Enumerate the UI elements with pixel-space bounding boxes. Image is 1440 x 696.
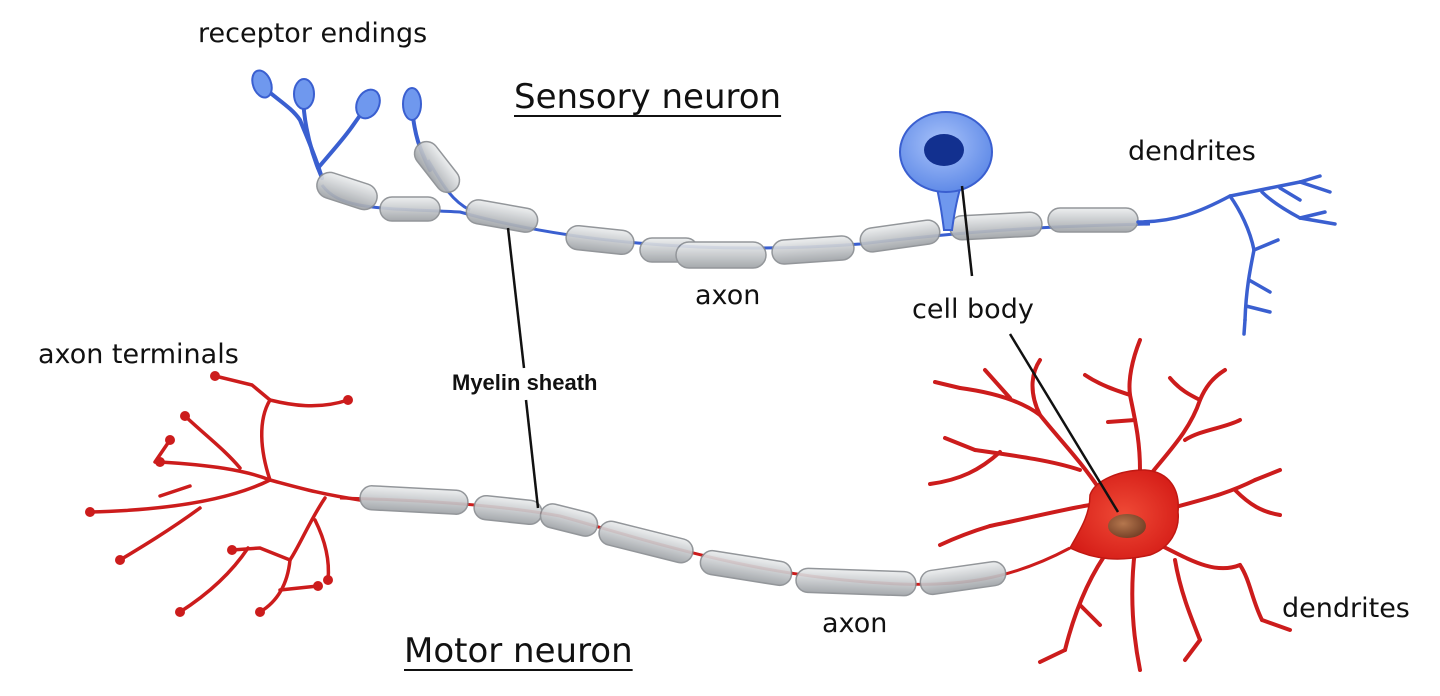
motor-terminal-buttons <box>85 371 353 617</box>
motor-axon-label: axon <box>822 608 888 639</box>
motor-nucleus <box>1108 514 1146 538</box>
motor-neuron <box>85 338 1292 672</box>
cell-body-leader-sensory <box>960 185 974 277</box>
receptor-endings-label: receptor endings <box>198 18 428 49</box>
sensory-receptor-endings <box>251 69 422 121</box>
sensory-myelin-segments <box>316 140 1139 269</box>
leader-lines <box>506 185 1120 513</box>
motor-dendrites-label: dendrites <box>1282 593 1410 624</box>
motor-neuron-title: Motor neuron <box>404 631 633 671</box>
sensory-nucleus <box>924 134 964 166</box>
sensory-dendrites-label: dendrites <box>1128 136 1256 167</box>
motor-dendrites <box>928 338 1292 672</box>
sensory-neuron <box>251 69 1337 336</box>
cell-body-label: cell body <box>912 294 1034 325</box>
myelin-leader-sensory <box>506 227 526 369</box>
cell-body-leader-motor <box>1008 333 1120 513</box>
myelin-sheath-label: Myelin sheath <box>452 370 598 395</box>
sensory-axon-label: axon <box>695 280 761 311</box>
myelin-leader-motor <box>524 399 540 509</box>
sensory-neuron-title: Sensory neuron <box>514 77 782 117</box>
motor-axon-terminals <box>88 374 362 614</box>
sensory-dendrites <box>1136 174 1337 336</box>
axon-terminals-label: axon terminals <box>38 339 239 370</box>
motor-myelin-segments <box>359 485 1007 597</box>
